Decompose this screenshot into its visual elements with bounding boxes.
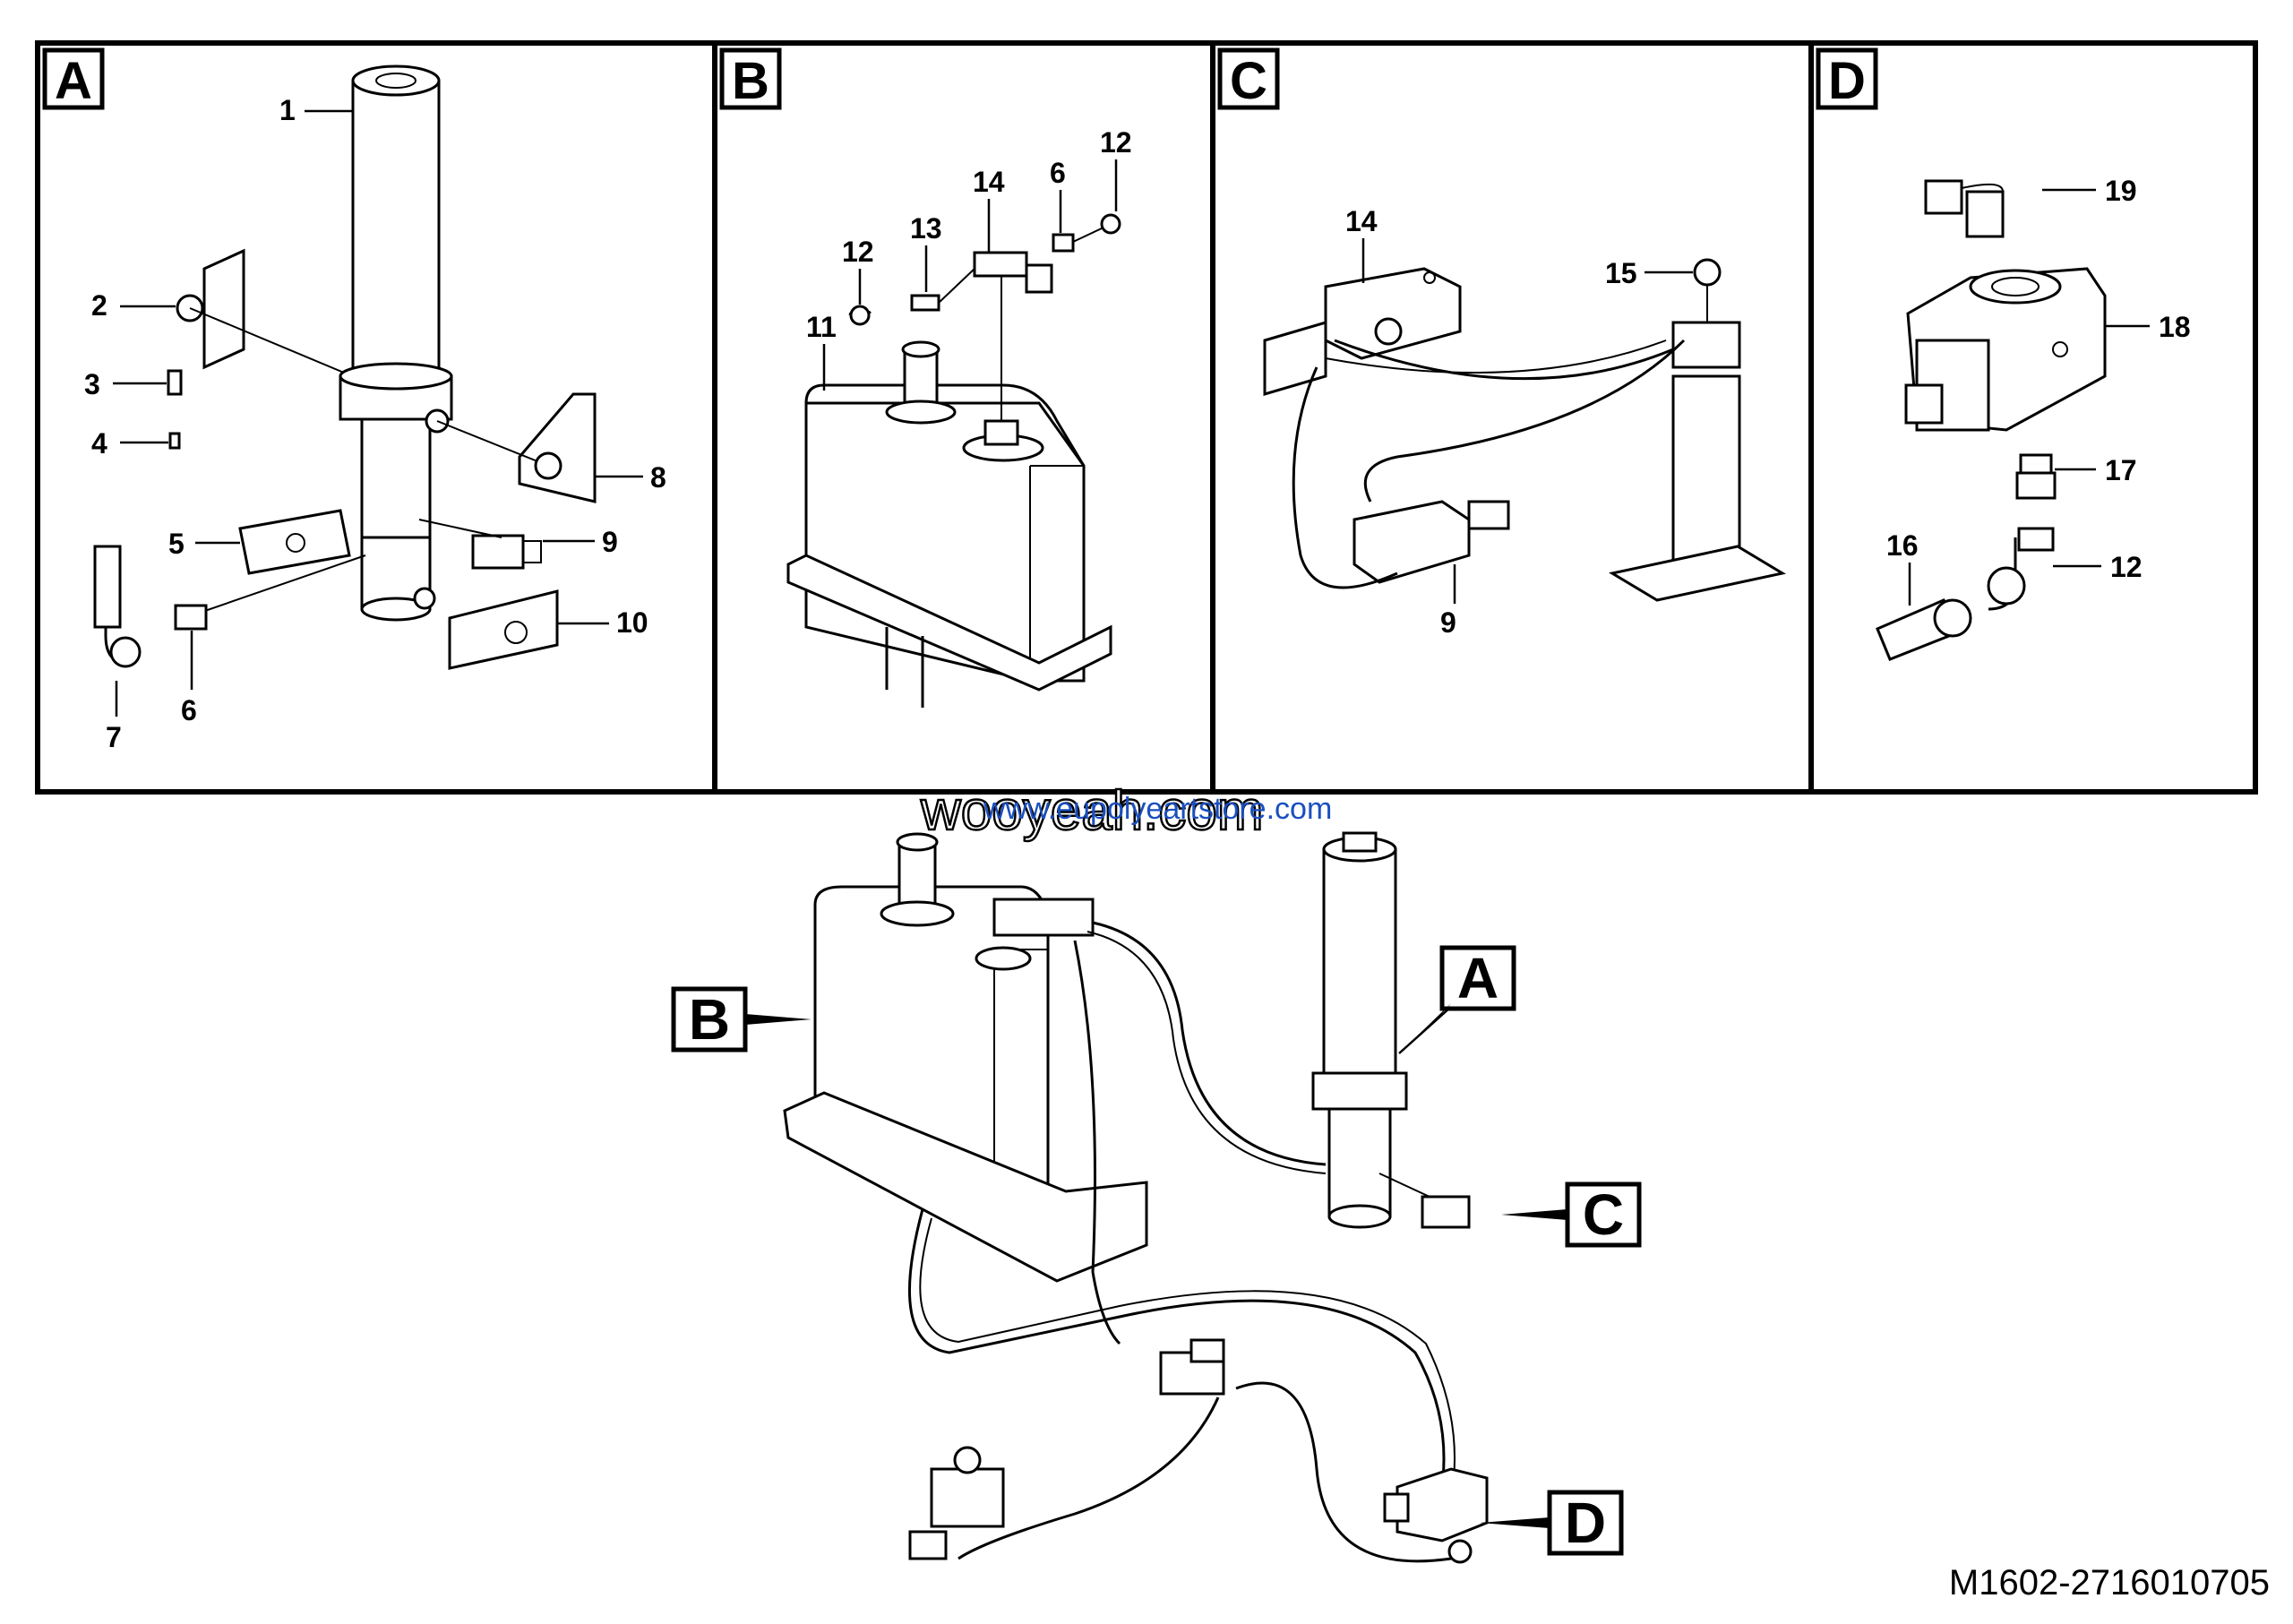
overview-label-b: B bbox=[671, 986, 812, 1053]
svg-text:15: 15 bbox=[1605, 257, 1637, 289]
svg-text:9: 9 bbox=[602, 526, 618, 558]
svg-text:12: 12 bbox=[1100, 126, 1132, 159]
panel-c-label: C bbox=[1217, 47, 1280, 110]
svg-text:17: 17 bbox=[2105, 454, 2137, 486]
overview-label-c: C bbox=[1501, 1181, 1642, 1248]
panel-a-label: A bbox=[42, 47, 105, 110]
svg-text:9: 9 bbox=[1440, 606, 1456, 639]
svg-text:2: 2 bbox=[91, 289, 107, 322]
overview-label-a: A bbox=[1398, 945, 1516, 1054]
panel-b-label: B bbox=[719, 47, 782, 110]
svg-text:1: 1 bbox=[279, 94, 296, 126]
panel-a-callouts: 1 2 3 4 5 6 7 8 9 10 bbox=[84, 94, 666, 753]
svg-text:19: 19 bbox=[2105, 175, 2137, 207]
svg-text:6: 6 bbox=[1050, 157, 1066, 189]
svg-text:12: 12 bbox=[2110, 551, 2143, 583]
svg-text:12: 12 bbox=[842, 236, 874, 268]
svg-text:D: D bbox=[1565, 1491, 1606, 1555]
svg-text:13: 13 bbox=[910, 212, 942, 245]
panel-d-label: D bbox=[1816, 47, 1878, 110]
panel-b-callouts: 11 12 13 14 6 12 bbox=[806, 126, 1132, 391]
svg-text:A: A bbox=[1457, 946, 1499, 1010]
watermark: wooyeah.com www.eupolyeartstore.com bbox=[919, 779, 1333, 844]
svg-text:A: A bbox=[55, 52, 92, 110]
svg-text:C: C bbox=[1230, 52, 1267, 110]
svg-text:D: D bbox=[1828, 52, 1866, 110]
svg-text:18: 18 bbox=[2159, 311, 2191, 343]
overview-drawing bbox=[783, 831, 1489, 1564]
svg-text:C: C bbox=[1583, 1182, 1624, 1247]
svg-text:14: 14 bbox=[1345, 205, 1378, 237]
panel-b-drawing bbox=[786, 213, 1121, 708]
svg-text:B: B bbox=[732, 52, 769, 110]
svg-text:11: 11 bbox=[806, 311, 837, 343]
panel-a-drawing bbox=[93, 64, 597, 670]
drawing-number: M1602-2716010705 bbox=[1949, 1563, 2270, 1603]
svg-text:7: 7 bbox=[106, 721, 122, 753]
panel-d-drawing bbox=[1876, 179, 2107, 661]
panel-c-callouts: 14 15 9 bbox=[1345, 205, 1693, 639]
svg-text:10: 10 bbox=[616, 606, 648, 639]
svg-text:8: 8 bbox=[650, 461, 666, 494]
overview-label-d: D bbox=[1480, 1490, 1624, 1556]
svg-text:14: 14 bbox=[973, 166, 1005, 198]
svg-text:6: 6 bbox=[181, 694, 197, 726]
svg-text:4: 4 bbox=[91, 427, 107, 460]
svg-text:B: B bbox=[689, 987, 730, 1052]
svg-text:5: 5 bbox=[168, 528, 185, 560]
panel-frame bbox=[35, 40, 2258, 795]
svg-text:wooyeah.com: wooyeah.com bbox=[920, 780, 1264, 842]
svg-text:www.eupolyeartstore.com: www.eupolyeartstore.com bbox=[983, 792, 1332, 826]
svg-text:3: 3 bbox=[84, 368, 100, 400]
svg-text:16: 16 bbox=[1886, 529, 1919, 562]
panel-c-drawing bbox=[1263, 258, 1787, 602]
panel-d-callouts: 19 18 17 16 12 bbox=[1886, 175, 2191, 606]
